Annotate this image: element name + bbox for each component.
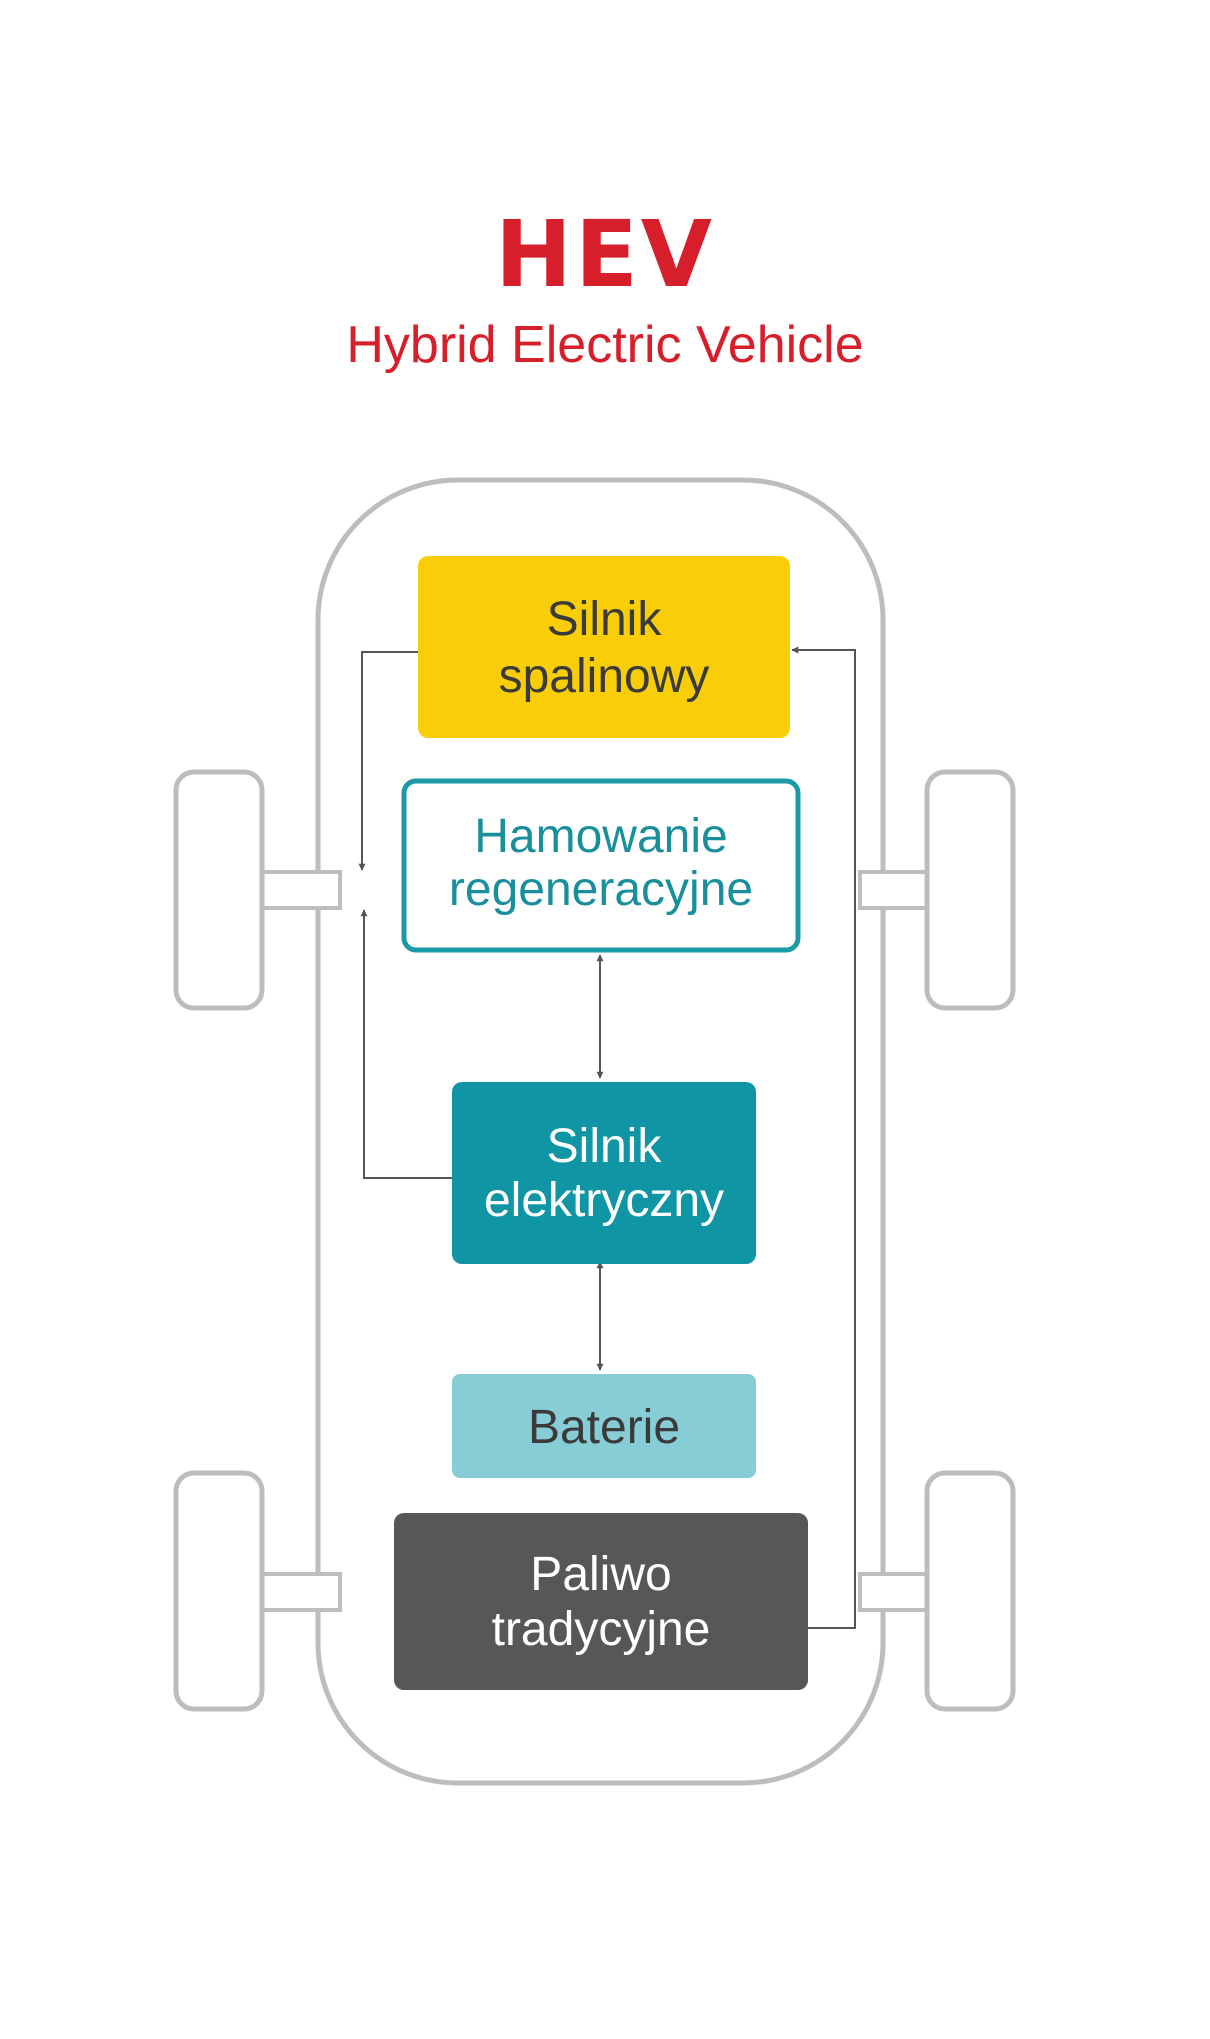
regenerative-braking-bg xyxy=(401,778,801,953)
arrow-fuel-to-engine xyxy=(791,646,856,1629)
arrow-electric-to-axle xyxy=(360,909,452,1179)
fuel-label-line2: tradycyjne xyxy=(492,1603,711,1656)
battery-bg xyxy=(452,1374,756,1478)
electric-motor-label-line1: Silnik xyxy=(547,1120,663,1173)
front-axle-left xyxy=(260,870,342,910)
regenerative-braking-label-line2: regeneracyjne xyxy=(449,863,753,916)
car-body-outline xyxy=(315,477,886,1786)
rear-axle-left xyxy=(260,1572,342,1612)
combustion-engine-bg xyxy=(418,556,790,738)
connectors xyxy=(358,646,856,1629)
fuel-label-line1: Paliwo xyxy=(530,1548,671,1601)
diagram-subtitle: Hybrid Electric Vehicle xyxy=(346,316,864,374)
wheel-rear-left xyxy=(173,1470,265,1712)
battery-label: Baterie xyxy=(528,1401,680,1454)
diagram-title: HEV xyxy=(494,201,716,308)
fuel-box: Paliwo tradycyjne xyxy=(394,1513,808,1690)
combustion-engine-label-line2: spalinowy xyxy=(499,650,710,703)
electric-motor-label-line2: elektryczny xyxy=(484,1174,724,1227)
wheel-front-left xyxy=(173,769,265,1011)
fuel-bg xyxy=(394,1513,808,1690)
regenerative-braking-label-line1: Hamowanie xyxy=(474,810,727,863)
regenerative-braking-box: Hamowanie regeneracyjne xyxy=(401,778,801,953)
battery-box: Baterie xyxy=(452,1374,756,1478)
electric-motor-box: Silnik elektryczny xyxy=(452,1082,756,1264)
electric-motor-bg xyxy=(452,1082,756,1264)
combustion-engine-box: Silnik spalinowy xyxy=(418,556,790,738)
wheel-rear-right xyxy=(924,1470,1016,1712)
arrow-engine-to-axle xyxy=(358,651,418,871)
wheel-front-right xyxy=(924,769,1016,1011)
combustion-engine-label-line1: Silnik xyxy=(547,593,663,646)
car-chassis xyxy=(173,477,1016,1786)
